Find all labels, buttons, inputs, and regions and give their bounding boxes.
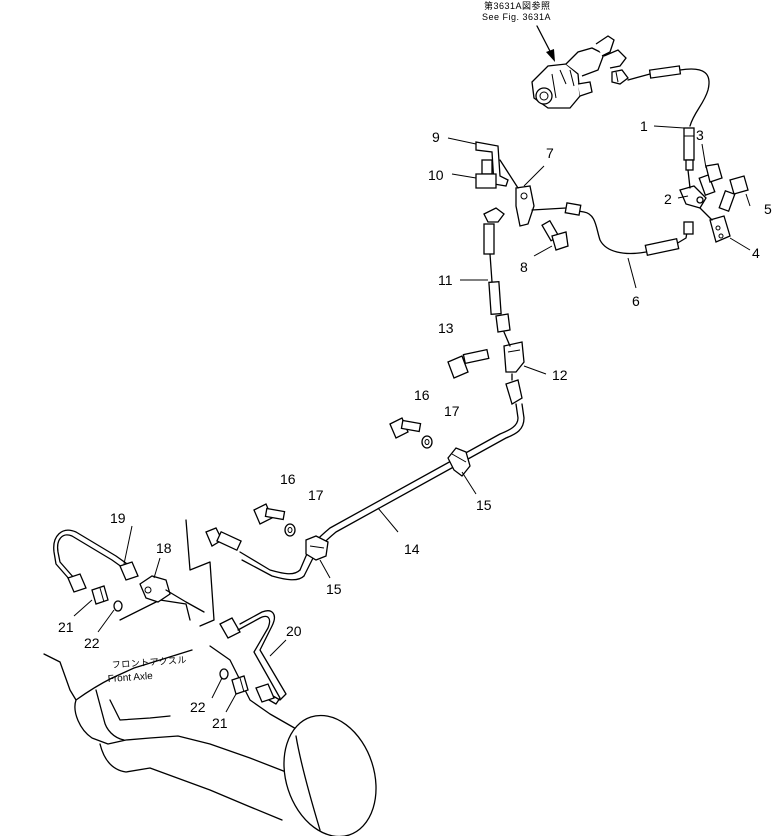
callout-21-right: 21	[212, 715, 228, 731]
brake-tube-19	[53, 529, 139, 593]
callout-8: 8	[520, 259, 528, 275]
o-ring-22-right	[219, 668, 229, 680]
callout-15-upper: 15	[476, 497, 492, 513]
callout-17-lower: 17	[308, 487, 324, 503]
mounting-block-4	[699, 207, 731, 243]
leader-lines	[73, 125, 751, 713]
callout-6: 6	[632, 293, 640, 309]
brake-tube-20	[219, 610, 287, 705]
callout-1: 1	[640, 118, 648, 134]
callout-4: 4	[752, 245, 760, 261]
bolt-16-upper	[389, 417, 422, 439]
callout-14: 14	[404, 541, 420, 557]
reference-note-jp: 第3631A図参照	[484, 0, 551, 11]
o-ring-22-left	[113, 600, 123, 612]
clip-15-lower	[305, 535, 329, 561]
bolt-16-lower	[253, 503, 286, 525]
callout-3: 3	[696, 127, 704, 143]
tube-connector	[205, 527, 242, 552]
clip-15-upper	[447, 447, 471, 477]
clip-7	[515, 185, 567, 227]
callout-20: 20	[286, 623, 302, 639]
washer-17-lower	[284, 523, 296, 537]
brake-tube-11	[483, 207, 511, 333]
bolt-3	[698, 163, 723, 197]
callout-7: 7	[546, 145, 554, 161]
callout-19: 19	[110, 510, 126, 526]
callout-22-right: 22	[190, 699, 206, 715]
fitting-21-right	[231, 675, 249, 695]
reference-arrow	[536, 25, 555, 62]
callout-10: 10	[428, 167, 444, 183]
callout-22-left: 22	[84, 635, 100, 651]
fitting-21-left	[91, 585, 109, 605]
joint-bracket-2	[679, 169, 707, 209]
axle-label-jp: フロントアクスル	[111, 655, 187, 670]
callout-15-lower: 15	[326, 581, 342, 597]
callout-16-upper: 16	[414, 387, 430, 403]
bracket-9	[475, 141, 519, 189]
callout-17-upper: 17	[444, 403, 460, 419]
clip-12	[503, 331, 525, 373]
bolt-10	[475, 159, 497, 189]
callout-labels: 1 2 3 4 5 6 7 8 9 10 11 12 13 14 15 15 1…	[58, 118, 772, 731]
washer-17-upper	[421, 435, 433, 449]
master-cylinder-assembly	[531, 35, 629, 109]
bolt-13	[447, 348, 490, 379]
reference-note-en: See Fig. 3631A	[482, 12, 551, 22]
brake-hose-6	[564, 202, 694, 256]
brake-hose-1	[627, 65, 710, 171]
callout-12: 12	[552, 367, 568, 383]
callout-11: 11	[438, 272, 453, 288]
callout-16-lower: 16	[280, 471, 296, 487]
callout-9: 9	[432, 129, 440, 145]
callout-13: 13	[438, 320, 454, 336]
callout-5: 5	[764, 201, 772, 217]
bolt-8	[541, 219, 569, 251]
callout-2: 2	[664, 191, 672, 207]
bolt-5	[718, 175, 749, 213]
front-axle	[43, 519, 377, 836]
axle-label-en: Front Axle	[107, 671, 153, 685]
tee-fitting-18	[139, 575, 205, 613]
callout-18: 18	[156, 540, 172, 556]
callout-21-left: 21	[58, 619, 74, 635]
